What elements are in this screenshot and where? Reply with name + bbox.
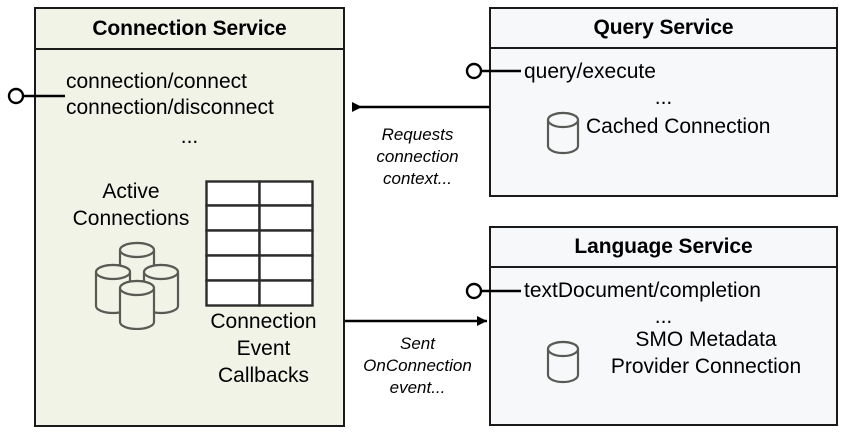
component-query-service[interactable]: Query Service query/execute ... Cached C…	[489, 7, 838, 197]
language-service-body: textDocument/completion ... SMO Metadata…	[491, 268, 836, 424]
component-connection-service[interactable]: Connection Service connection/connect co…	[34, 7, 345, 427]
query-service-title: Query Service	[491, 9, 836, 49]
database-cylinder-stack-icon	[94, 241, 180, 330]
connection-event-callbacks-table	[205, 180, 314, 307]
query-service-endpoint-execute: query/execute	[524, 60, 656, 83]
query-service-endpoints-ellipsis: ...	[654, 86, 673, 109]
language-service-endpoints-ellipsis: ...	[654, 305, 673, 328]
query-service-body: query/execute ... Cached Connection	[491, 49, 836, 195]
arrow-label-requests-connection-context: Requests connection context...	[352, 124, 483, 190]
requests-label-line1: Requests	[381, 125, 454, 144]
requests-label-line3: context...	[383, 169, 452, 188]
connection-event-callbacks-label: Connection Event Callbacks	[186, 308, 341, 389]
active-connections-label: Active Connections	[50, 178, 212, 232]
smo-metadata-provider-cylinder-icon	[546, 340, 580, 384]
arrow-label-sent-onconnection-event: Sent OnConnection event...	[352, 333, 483, 399]
requests-label-line2: connection	[376, 147, 459, 166]
connection-service-endpoint-disconnect: connection/disconnect	[66, 96, 274, 119]
connection-service-title: Connection Service	[36, 9, 343, 50]
callbacks-label-line2: Event	[236, 337, 291, 360]
callbacks-label-line1: Connection	[210, 310, 317, 333]
callbacks-label-line3: Callbacks	[217, 364, 310, 387]
connection-service-endpoints-ellipsis: ...	[180, 125, 199, 148]
smo-label-line1: SMO Metadata	[635, 328, 777, 351]
sent-label-line2: OnConnection	[363, 356, 472, 375]
cached-connection-cylinder-icon	[546, 111, 580, 155]
sent-label-line3: event...	[389, 378, 446, 397]
component-language-service[interactable]: Language Service textDocument/completion…	[489, 226, 838, 426]
connection-service-body: connection/connect connection/disconnect…	[36, 50, 343, 425]
language-service-title: Language Service	[491, 228, 836, 268]
smo-metadata-provider-label: SMO Metadata Provider Connection	[586, 326, 826, 380]
connection-service-endpoint-connect: connection/connect	[66, 70, 247, 93]
sent-label-line1: Sent	[400, 334, 435, 353]
cached-connection-label: Cached Connection	[586, 115, 771, 138]
smo-label-line2: Provider Connection	[610, 355, 802, 378]
language-service-endpoint-completion: textDocument/completion	[524, 279, 761, 302]
active-connections-label-line2: Connections	[72, 207, 190, 230]
active-connections-label-line1: Active	[102, 180, 160, 203]
